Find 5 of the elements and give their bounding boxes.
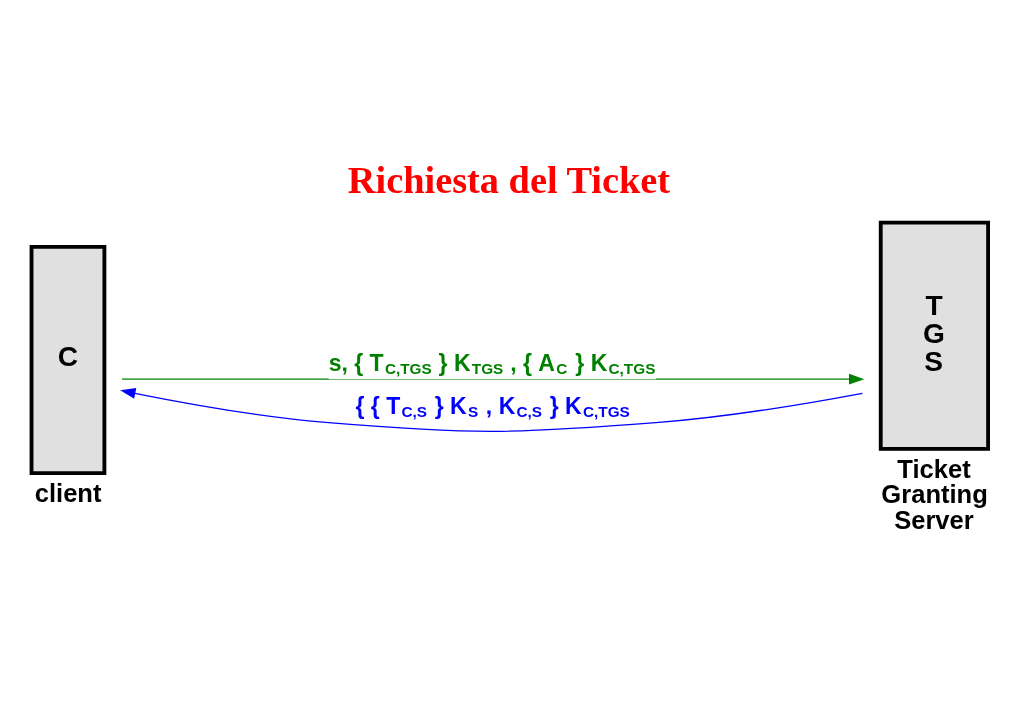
arrow bbox=[120, 373, 864, 385]
node-label: client bbox=[34, 478, 101, 507]
diagram-title: Richiesta del Ticket bbox=[347, 158, 670, 201]
node-label: Ticket Granting Server bbox=[880, 454, 988, 534]
arrow bbox=[119, 388, 863, 433]
